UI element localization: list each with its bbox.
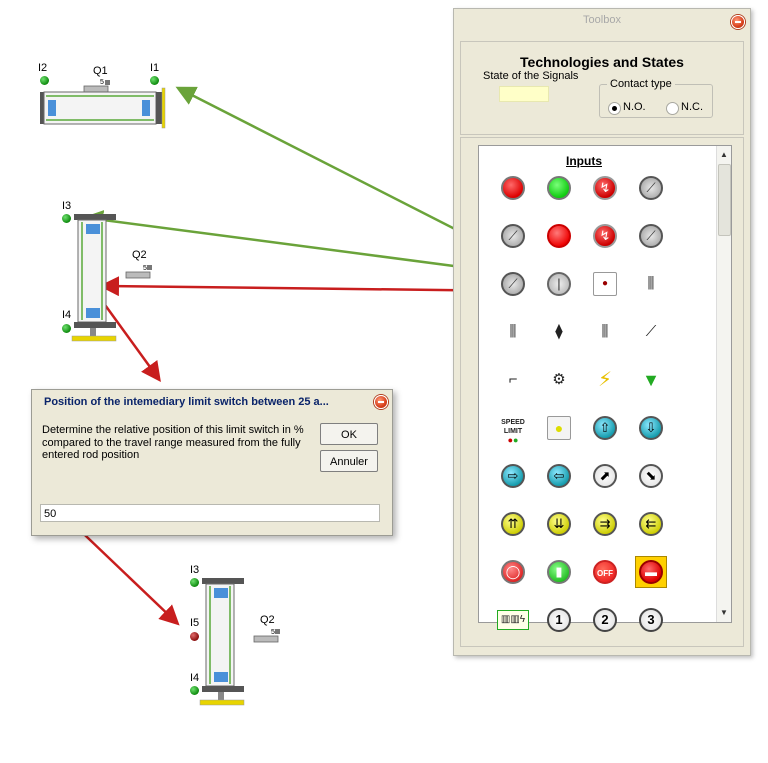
technologies-panel: Technologies and States State of the Sig…	[460, 41, 744, 135]
toolbox-title: Toolbox	[583, 14, 621, 26]
arrow-up-button-icon[interactable]: ⇧	[589, 412, 621, 444]
emergency-stop-icon[interactable]: ▬	[635, 556, 667, 588]
selector-switch-icon[interactable]: ⟋	[635, 172, 667, 204]
double-right-button-icon[interactable]: ⇉	[589, 508, 621, 540]
proximity-sensor-icon[interactable]: ⫼	[601, 323, 609, 340]
cylinder-body: 5	[40, 79, 166, 129]
speed-limit-icon[interactable]: SPEED LIMIT●●	[501, 419, 525, 445]
cylinder-body: 5	[199, 578, 280, 706]
sensor-led-I5[interactable]	[190, 632, 199, 641]
arrow-right-button-icon[interactable]: ⇨	[497, 460, 529, 492]
double-up-button-icon[interactable]: ⇈	[497, 508, 529, 540]
cylinder-label-I1: I1	[150, 62, 160, 74]
inductive-sensor-icon[interactable]: ⫼	[509, 323, 517, 340]
cylinder-label-I2: I2	[38, 62, 48, 74]
cylinder-label-I4: I4	[190, 672, 200, 684]
nc-radio[interactable]	[666, 102, 679, 115]
dialog-title: Position of the intemediary limit switch…	[44, 396, 329, 408]
sensor-led-I1[interactable]	[150, 76, 159, 85]
selector-switch-icon[interactable]: ⟋	[497, 268, 529, 300]
technologies-heading: Technologies and States	[520, 54, 684, 70]
dialog-close-icon[interactable]	[374, 395, 388, 409]
state-signals-label: State of the Signals	[483, 70, 579, 82]
limit-switch-icon[interactable]: |	[543, 268, 575, 300]
nc-radio-label: N.C.	[681, 101, 703, 113]
cylinder-label-I4: I4	[62, 309, 72, 321]
number-2-button-icon[interactable]: 2	[589, 604, 621, 636]
limit-switch-position-dialog[interactable]: Position of the intemediary limit switch…	[31, 389, 393, 536]
optical-sensor-icon[interactable]: ●	[589, 268, 621, 300]
red-emergency-button-icon[interactable]: ↯	[589, 220, 621, 252]
motor-sensor-icon[interactable]: ⚙	[552, 371, 566, 388]
vertical-cylinder-with-intermediate-switch[interactable]: I3 I5 Q2 I4 5	[186, 562, 286, 712]
start-button-icon[interactable]: ▮	[543, 556, 575, 588]
no-radio-label: N.O.	[623, 101, 646, 113]
double-left-button-icon[interactable]: ⇇	[635, 508, 667, 540]
cylinder-label-I3: I3	[62, 200, 72, 212]
keypad-icon[interactable]: ▥▥ϟ	[497, 604, 529, 636]
no-radio[interactable]	[608, 102, 621, 115]
position-input[interactable]: 50	[40, 504, 380, 522]
toolbox-close-icon[interactable]	[731, 15, 745, 29]
selector-switch-icon[interactable]: ⟋	[635, 220, 667, 252]
cancel-button[interactable]: Annuler	[320, 450, 378, 472]
inputs-title: Inputs	[566, 154, 602, 168]
sensor-led-I3[interactable]	[190, 578, 199, 587]
arrow-down-right-button-icon[interactable]: ⬊	[635, 460, 667, 492]
red-pushbutton-icon[interactable]	[497, 172, 529, 204]
inputs-list-frame	[460, 137, 744, 647]
cylinder-label-I3: I3	[190, 564, 200, 576]
lightning-icon[interactable]: ⚡	[597, 369, 613, 391]
sensor-led-I2[interactable]	[40, 76, 49, 85]
funnel-sensor-icon[interactable]: ▼	[642, 370, 660, 390]
sensor-led-I4[interactable]	[190, 686, 199, 695]
scroll-up-icon[interactable]: ▲	[720, 150, 728, 159]
valve-label-Q1: Q1	[93, 65, 108, 77]
inputs-list[interactable]: Inputs ▲ ▼ ↯ ⟋ ⟋ ↯ ⟋ ⟋ | ● ⫼ ⫼ ⧫ ⫼ ⟋ ⌐ ⚙ ⚡ ▼ SPEED LIMIT●…	[478, 145, 732, 632]
red-arrow-to-dialog	[98, 297, 161, 383]
contact-type-label: Contact type	[607, 78, 675, 90]
toolbox-window[interactable]: Toolbox Technologies and States State of…	[453, 8, 751, 656]
nc-contact-icon[interactable]: ⌐	[508, 371, 518, 388]
scroll-thumb[interactable]	[718, 164, 731, 236]
sensor-led-I3[interactable]	[62, 214, 71, 223]
svg-text:5: 5	[271, 629, 275, 636]
off-button-icon[interactable]: OFF	[589, 556, 621, 588]
number-1-button-icon[interactable]: 1	[543, 604, 575, 636]
cylinder-label-I5: I5	[190, 617, 200, 629]
yellow-square-button-icon[interactable]: ●	[543, 412, 575, 444]
scroll-down-icon[interactable]: ▼	[720, 608, 728, 617]
number-3-button-icon[interactable]: 3	[635, 604, 667, 636]
svg-text:5: 5	[100, 79, 104, 86]
inputs-scrollbar[interactable]: ▲ ▼	[716, 146, 731, 622]
sensor-led-I4[interactable]	[62, 324, 71, 333]
arrow-down-button-icon[interactable]: ⇩	[635, 412, 667, 444]
horizontal-cylinder[interactable]: I2 Q1 I1 5	[36, 60, 171, 130]
vertical-cylinder[interactable]: I3 Q2 I4 5	[58, 198, 158, 344]
double-down-button-icon[interactable]: ⇊	[543, 508, 575, 540]
valve-label-Q2: Q2	[260, 614, 275, 626]
red-emergency-button-icon[interactable]: ↯	[589, 172, 621, 204]
arrow-left-button-icon[interactable]: ⇦	[543, 460, 575, 492]
cylinder-body: 5	[71, 214, 152, 342]
valve-label-Q2: Q2	[132, 249, 147, 261]
green-pushbutton-icon[interactable]	[543, 172, 575, 204]
red-mushroom-button-icon[interactable]	[543, 220, 575, 252]
no-contact-icon[interactable]: ⟋	[645, 323, 657, 340]
arrow-up-right-button-icon[interactable]: ⬈	[589, 460, 621, 492]
stop-button-icon[interactable]: ◯	[497, 556, 529, 588]
state-color-swatch[interactable]	[499, 86, 549, 102]
dialog-message: Determine the relative position of this …	[42, 424, 304, 461]
selector-switch-icon[interactable]: ⟋	[497, 220, 529, 252]
inductive-sensor-icon[interactable]: ⫼	[647, 275, 655, 292]
capacitive-sensor-icon[interactable]: ⧫	[555, 323, 563, 340]
svg-text:5: 5	[143, 265, 147, 272]
ok-button[interactable]: OK	[320, 423, 378, 445]
